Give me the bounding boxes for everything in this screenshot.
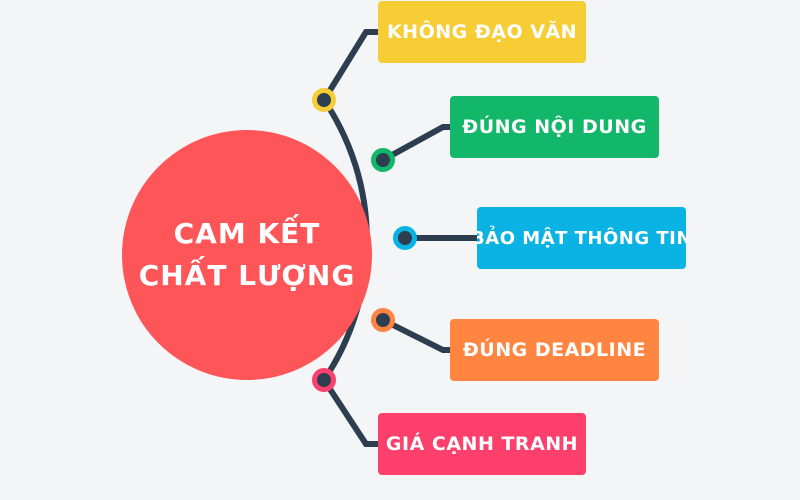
branch-line-1 [321,29,379,102]
node-dot-4 [371,308,395,332]
label-text: ĐÚNG DEADLINE [462,339,647,361]
label-text: ĐÚNG NỘI DUNG [462,116,647,138]
center-title-line-1: CAM KẾT [173,217,321,250]
label-box-khong-dao-van: KHÔNG ĐẠO VĂN [378,1,586,63]
branch-line-5 [321,378,379,447]
center-circle: CAM KẾT CHẤT LƯỢNG [122,130,372,380]
branch-line-4 [381,317,451,353]
label-box-dung-deadline: ĐÚNG DEADLINE [450,319,659,381]
label-text: BẢO MẬT THÔNG TIN [477,227,686,249]
label-box-gia-canh-tranh: GIÁ CẠNH TRANH [378,413,586,475]
center-title-line-2: CHẤT LƯỢNG [138,259,356,292]
node-dot-1 [312,88,336,112]
node-dot-5 [312,368,336,392]
node-dot-2 [371,148,395,172]
node-dot-3 [393,226,417,250]
label-text: KHÔNG ĐẠO VĂN [386,21,578,43]
branch-line-2 [381,124,451,163]
label-box-bao-mat-thong-tin: BẢO MẬT THÔNG TIN [477,207,686,269]
label-text: GIÁ CẠNH TRANH [385,433,579,455]
label-box-dung-noi-dung: ĐÚNG NỘI DUNG [450,96,659,158]
